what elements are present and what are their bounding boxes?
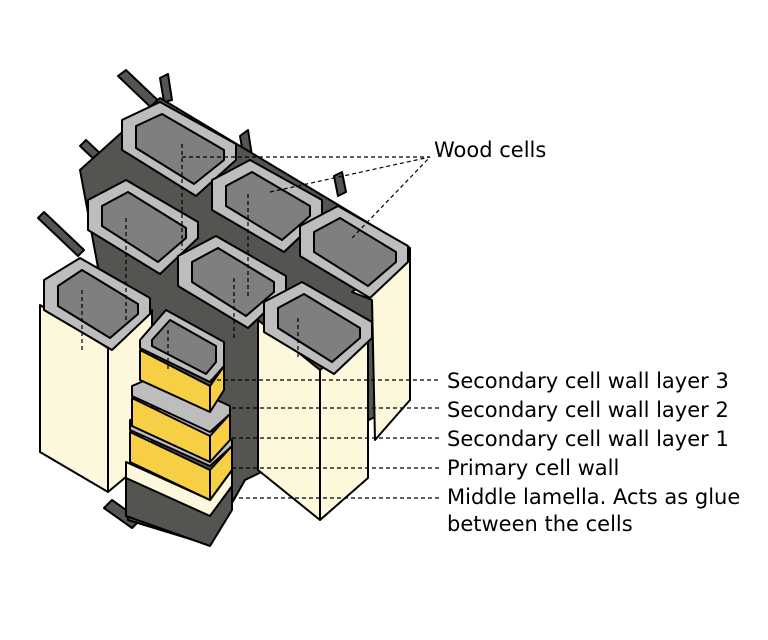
label-primary-wall: Primary cell wall: [447, 456, 619, 480]
layered-cell: [125, 309, 233, 547]
cell-top-4: [87, 179, 199, 275]
label-secondary-layer-1: Secondary cell wall layer 1: [447, 427, 729, 451]
label-middle-lamella-1: Middle lamella. Acts as glue: [447, 485, 740, 509]
cell-top-6: [263, 281, 373, 375]
cell-axis-lines: [81, 144, 299, 372]
label-secondary-layer-3: Secondary cell wall layer 3: [447, 369, 729, 393]
tall-cell-right: [257, 247, 411, 521]
label-secondary-layer-2: Secondary cell wall layer 2: [447, 398, 729, 422]
label-wood-cells: Wood cells: [434, 138, 546, 162]
cell-top-7: [43, 257, 151, 351]
cell-top-1: [121, 101, 237, 197]
label-middle-lamella-2: between the cells: [447, 512, 633, 536]
labels: Wood cells Secondary cell wall layer 3 S…: [434, 138, 740, 536]
cell-openings: [43, 101, 409, 375]
leader-lines: [182, 156, 440, 499]
cell-top-3: [299, 205, 409, 299]
